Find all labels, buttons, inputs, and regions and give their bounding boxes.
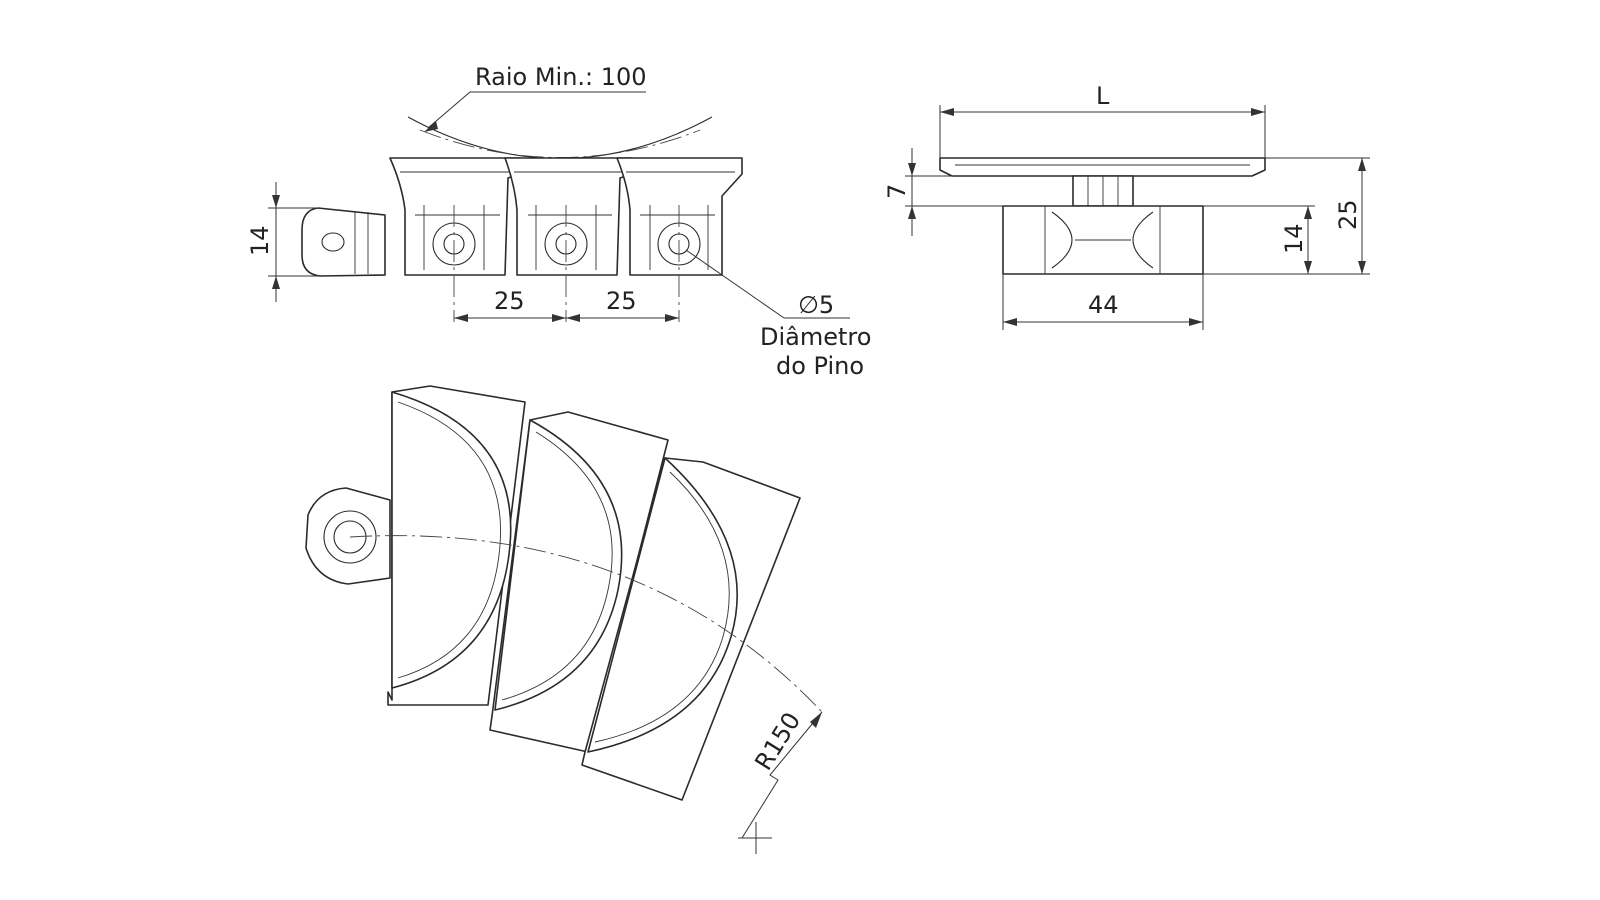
side-height-arrow-bottom [272,276,280,289]
end-tab-hole [321,232,345,252]
pin-diameter-label: ∅5 [798,291,834,319]
base-right-roller [1132,211,1154,269]
top-plate [939,157,1266,177]
body-height-arrow-top [1304,206,1312,219]
side-height-arrow-top [272,195,280,208]
side-height-label: 14 [246,225,274,256]
body-height-label: 14 [1280,223,1308,254]
plan-view: R150 [305,385,823,854]
pitch-arrow-3 [566,314,580,322]
radius-dim-line [741,711,823,839]
pin-caption-2: do Pino [776,352,864,380]
body-height-arrow-bottom [1304,261,1312,274]
thickness-arrow-top [908,163,916,176]
min-radius-label: Raio Min.: 100 [475,63,647,91]
front-view: L 7 14 25 44 [883,82,1370,330]
pin-caption-1: Diâmetro [760,323,871,351]
total-height-arrow-top [1358,158,1366,171]
total-height-label: 25 [1334,199,1362,230]
pitch-arrow-1 [454,314,468,322]
base-width-arrow-right [1189,318,1203,326]
base-width-label: 44 [1088,291,1119,319]
pitch-arrow-2 [552,314,566,322]
pivot-hole-outer [323,510,377,564]
pivot-knob [305,487,391,585]
thickness-arrow-bottom [908,206,916,219]
min-radius-arc [407,116,713,159]
chain-link-2 [504,157,633,276]
pitch-arrow-4 [665,314,679,322]
chain-link-1 [389,157,521,276]
L-label: L [1096,82,1110,110]
pin-leader [685,249,785,319]
pitch-label-1: 25 [494,287,525,315]
min-radius-arrowhead [424,121,438,132]
L-arrow-left [940,108,954,116]
min-radius-leader [427,91,646,129]
chain-link-3 [616,157,743,276]
L-arrow-right [1251,108,1265,116]
radius-centerline-arc [349,535,823,713]
radius-arrowhead [810,712,822,728]
pivot-hole-inner [333,520,367,554]
side-view: 25 25 14 ∅5 Diâmetro do Pino Raio Min.: … [246,63,871,380]
curved-plate-2 [489,411,669,753]
base-width-arrow-left [1003,318,1017,326]
curved-plate-1 [387,385,526,706]
thickness-label: 7 [883,184,911,199]
total-height-arrow-bottom [1358,261,1366,274]
min-radius-centerline [419,129,701,158]
base-left-roller [1051,211,1073,269]
pitch-label-2: 25 [606,287,637,315]
curved-plate-3 [581,457,801,801]
